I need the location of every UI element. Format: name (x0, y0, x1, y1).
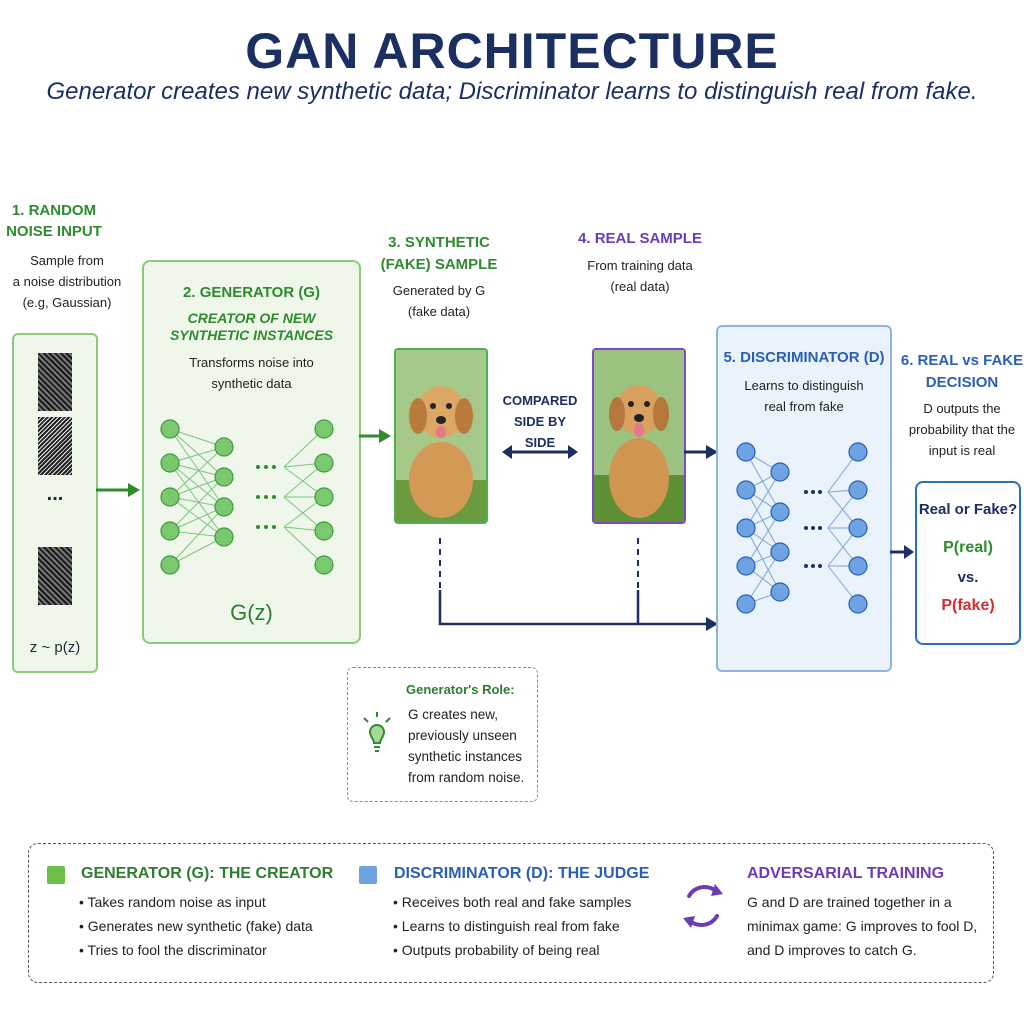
noise-heading-line2: NOISE INPUT (6, 223, 102, 240)
noise-formula: z ~ p(z) (29, 639, 81, 656)
real-sample-description: From training data (real data) (570, 255, 710, 297)
compare-line2: SIDE BY SIDE (513, 414, 566, 450)
samples-to-discriminator-connectors (438, 445, 718, 631)
real-sample-heading: 4. REAL SAMPLE (578, 230, 702, 247)
decision-heading: 6. REAL vs FAKE DECISION (900, 350, 1024, 394)
generator-tagline-line1: CREATOR OF NEW (187, 310, 316, 326)
discriminator-description: Learns to distinguish real from fake (718, 375, 890, 417)
generator-label: G(z) (230, 600, 273, 625)
role-text: G creates new, previously unseen synthet… (408, 704, 524, 788)
fake-dog-image (394, 348, 488, 524)
generator-legend-list: Takes random noise as input Generates ne… (79, 890, 313, 962)
list-item: Learns to distinguish real from fake (393, 914, 631, 938)
p-real-label: P(real) (943, 539, 993, 556)
noise-heading: 1. RANDOM NOISE INPUT (0, 202, 108, 240)
noise-desc-line3: (e.g, Gaussian) (22, 295, 112, 310)
role-line3: synthetic instances (408, 749, 523, 764)
fake-heading-line2: (FAKE) SAMPLE (380, 256, 498, 273)
fake-sample-heading: 3. SYNTHETIC (FAKE) SAMPLE (370, 232, 508, 276)
noise-input-panel: ... z ~ p(z) (12, 333, 98, 673)
discriminator-to-decision-arrow (890, 545, 914, 559)
decision-panel: Real or Fake? P(real) vs. P(fake) (915, 481, 1021, 645)
disc-desc-line1: Learns to distinguish (744, 378, 864, 393)
p-fake-label: P(fake) (941, 597, 995, 614)
adversarial-line1: G and D are trained together in a (747, 894, 952, 910)
noise-desc-line2: a noise distribution (12, 274, 122, 289)
list-item: Tries to fool the discriminator (79, 938, 313, 962)
discriminator-panel: 5. DISCRIMINATOR (D) Learns to distingui… (716, 325, 892, 672)
adversarial-legend-heading: ADVERSARIAL TRAINING (747, 865, 945, 882)
vs-label: vs. (957, 569, 979, 586)
noise-desc-line1: Sample from (30, 253, 104, 268)
generator-description: Transforms noise into synthetic data (144, 352, 359, 394)
disc-desc-line2: real from fake (764, 399, 844, 414)
discriminator-network-diagram (736, 442, 868, 614)
noise-sample-image (38, 547, 72, 605)
decision-desc-line2: probability that the (908, 422, 1016, 437)
discriminator-legend-swatch (359, 866, 377, 884)
real-desc-line2: (real data) (610, 279, 670, 294)
noise-to-generator-arrow (96, 483, 140, 497)
dog-illustration (594, 350, 684, 522)
noise-ellipsis: ... (46, 483, 64, 505)
real-dog-image (592, 348, 686, 524)
legend-panel: GENERATOR (G): THE CREATOR Takes random … (28, 843, 994, 983)
decision-heading-line2: DECISION (925, 374, 999, 391)
generator-desc-line2: synthetic data (211, 376, 292, 391)
generator-to-fake-arrow (359, 429, 391, 443)
adversarial-line2: minimax game: G improves to fool D, (747, 918, 978, 934)
discriminator-legend-heading: DISCRIMINATOR (D): THE JUDGE (394, 865, 650, 882)
generator-panel: 2. GENERATOR (G) CREATOR OF NEW SYNTHETI… (142, 260, 361, 644)
decision-desc-line1: D outputs the (923, 401, 1001, 416)
decision-desc-line3: input is real (928, 443, 996, 458)
generator-tagline-line2: SYNTHETIC INSTANCES (169, 327, 334, 343)
adversarial-line3: and D improves to catch G. (747, 942, 917, 958)
compare-label: COMPARED SIDE BY SIDE (498, 390, 582, 453)
noise-heading-line1: 1. RANDOM (11, 202, 97, 219)
lightbulb-icon (363, 712, 391, 752)
discriminator-legend-list: Receives both real and fake samples Lear… (393, 890, 632, 962)
generator-desc-line1: Transforms noise into (189, 355, 314, 370)
noise-sample-image (38, 353, 72, 411)
role-line2: previously unseen (408, 728, 517, 743)
page-subtitle: Generator creates new synthetic data; Di… (46, 78, 978, 105)
fake-desc-line1: Generated by G (392, 283, 486, 298)
generator-tagline: CREATOR OF NEW SYNTHETIC INSTANCES (144, 310, 359, 344)
list-item: Outputs probability of being real (393, 938, 631, 962)
generator-network-diagram (160, 419, 334, 575)
noise-description: Sample from a noise distribution (e.g, G… (0, 250, 134, 313)
fake-heading-line1: 3. SYNTHETIC (388, 234, 490, 251)
role-line1: G creates new, (408, 707, 499, 722)
noise-sample-image (38, 417, 72, 475)
decision-heading-line1: 6. REAL vs FAKE (900, 352, 1024, 369)
list-item: Takes random noise as input (79, 890, 313, 914)
real-desc-line1: From training data (587, 258, 693, 273)
compare-double-arrow (502, 445, 578, 459)
generator-legend-heading: GENERATOR (G): THE CREATOR (81, 865, 334, 882)
role-line4: from random noise. (408, 770, 525, 785)
dog-illustration (396, 350, 486, 522)
discriminator-heading: 5. DISCRIMINATOR (D) (723, 349, 885, 366)
page-title: GAN ARCHITECTURE (245, 23, 779, 79)
fake-desc-line2: (fake data) (407, 304, 471, 319)
generator-heading: 2. GENERATOR (G) (183, 284, 320, 301)
compare-line1: COMPARED (502, 393, 578, 408)
list-item: Receives both real and fake samples (393, 890, 632, 914)
cycle-arrows-icon (683, 884, 723, 928)
generator-role-note: Generator's Role: G creates new, previou… (347, 667, 538, 802)
decision-description: D outputs the probability that the input… (900, 398, 1024, 461)
list-item: Generates new synthetic (fake) data (79, 914, 313, 938)
adversarial-legend-text: G and D are trained together in a minima… (747, 890, 977, 962)
role-heading: Generator's Role: (406, 682, 515, 697)
generator-legend-swatch (47, 866, 65, 884)
decision-question: Real or Fake? (918, 501, 1018, 518)
fake-sample-description: Generated by G (fake data) (370, 280, 508, 322)
